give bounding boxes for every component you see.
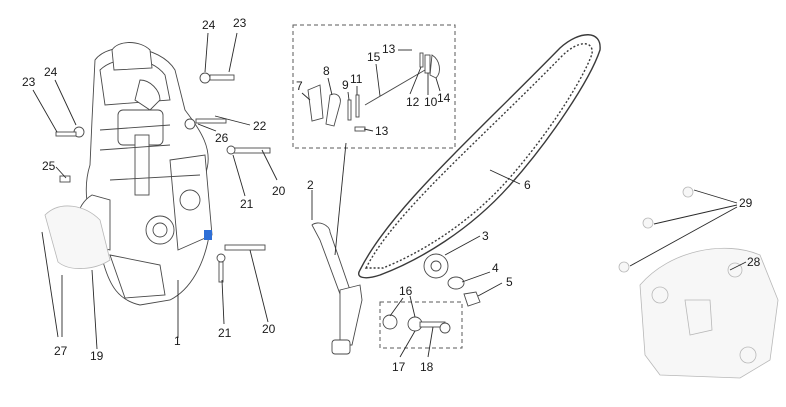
callout-17: 17 <box>392 360 406 374</box>
callout-11: 11 <box>350 72 363 86</box>
callout-20-upper: 20 <box>272 184 286 198</box>
drain-bolt-marker <box>204 230 212 240</box>
engine-bolts <box>55 72 271 283</box>
callout-13-bottom: 13 <box>375 124 389 138</box>
callout-15: 15 <box>367 50 381 64</box>
shaft-detail-box <box>379 301 463 349</box>
shift-linkage-parts <box>307 52 440 132</box>
callout-2: 2 <box>307 178 314 192</box>
callout-6: 6 <box>524 178 531 192</box>
callout-16: 16 <box>399 284 413 298</box>
engine-side-cover <box>44 205 111 269</box>
callout-25: 25 <box>42 159 56 173</box>
callout-28: 28 <box>747 255 761 269</box>
callout-4: 4 <box>492 261 499 275</box>
gear-shift-lever <box>311 142 363 355</box>
callout-23-right: 23 <box>233 16 247 30</box>
callout-14: 14 <box>437 91 451 105</box>
callout-21-upper: 21 <box>240 197 254 211</box>
callout-26: 26 <box>215 131 229 145</box>
callout-labels: 1 2 3 4 5 6 7 8 9 11 15 13 13 12 10 14 1… <box>22 16 761 374</box>
sprocket-cover <box>618 186 779 379</box>
callout-5: 5 <box>506 275 513 289</box>
callout-12: 12 <box>406 95 420 109</box>
callout-18: 18 <box>420 360 434 374</box>
callout-7: 7 <box>296 79 303 93</box>
callout-20-lower: 20 <box>262 322 276 336</box>
callout-21-lower: 21 <box>218 326 232 340</box>
callout-19: 19 <box>90 349 104 363</box>
callout-3: 3 <box>482 229 489 243</box>
shift-linkage-detail-box <box>292 24 456 149</box>
callout-9: 9 <box>342 78 349 92</box>
callout-29: 29 <box>739 196 753 210</box>
callout-23-left: 23 <box>22 75 36 89</box>
drive-chain <box>358 34 601 279</box>
callout-27: 27 <box>54 344 68 358</box>
callout-10: 10 <box>424 95 438 109</box>
callout-22: 22 <box>253 119 267 133</box>
callout-24-right: 24 <box>202 18 216 32</box>
sprocket-assembly <box>423 253 481 307</box>
callout-13-top: 13 <box>382 42 396 56</box>
callout-24-left: 24 <box>44 65 58 79</box>
callout-8: 8 <box>323 64 330 78</box>
shaft-parts <box>382 314 451 334</box>
callout-1: 1 <box>174 334 181 348</box>
leader-lines <box>32 32 747 358</box>
